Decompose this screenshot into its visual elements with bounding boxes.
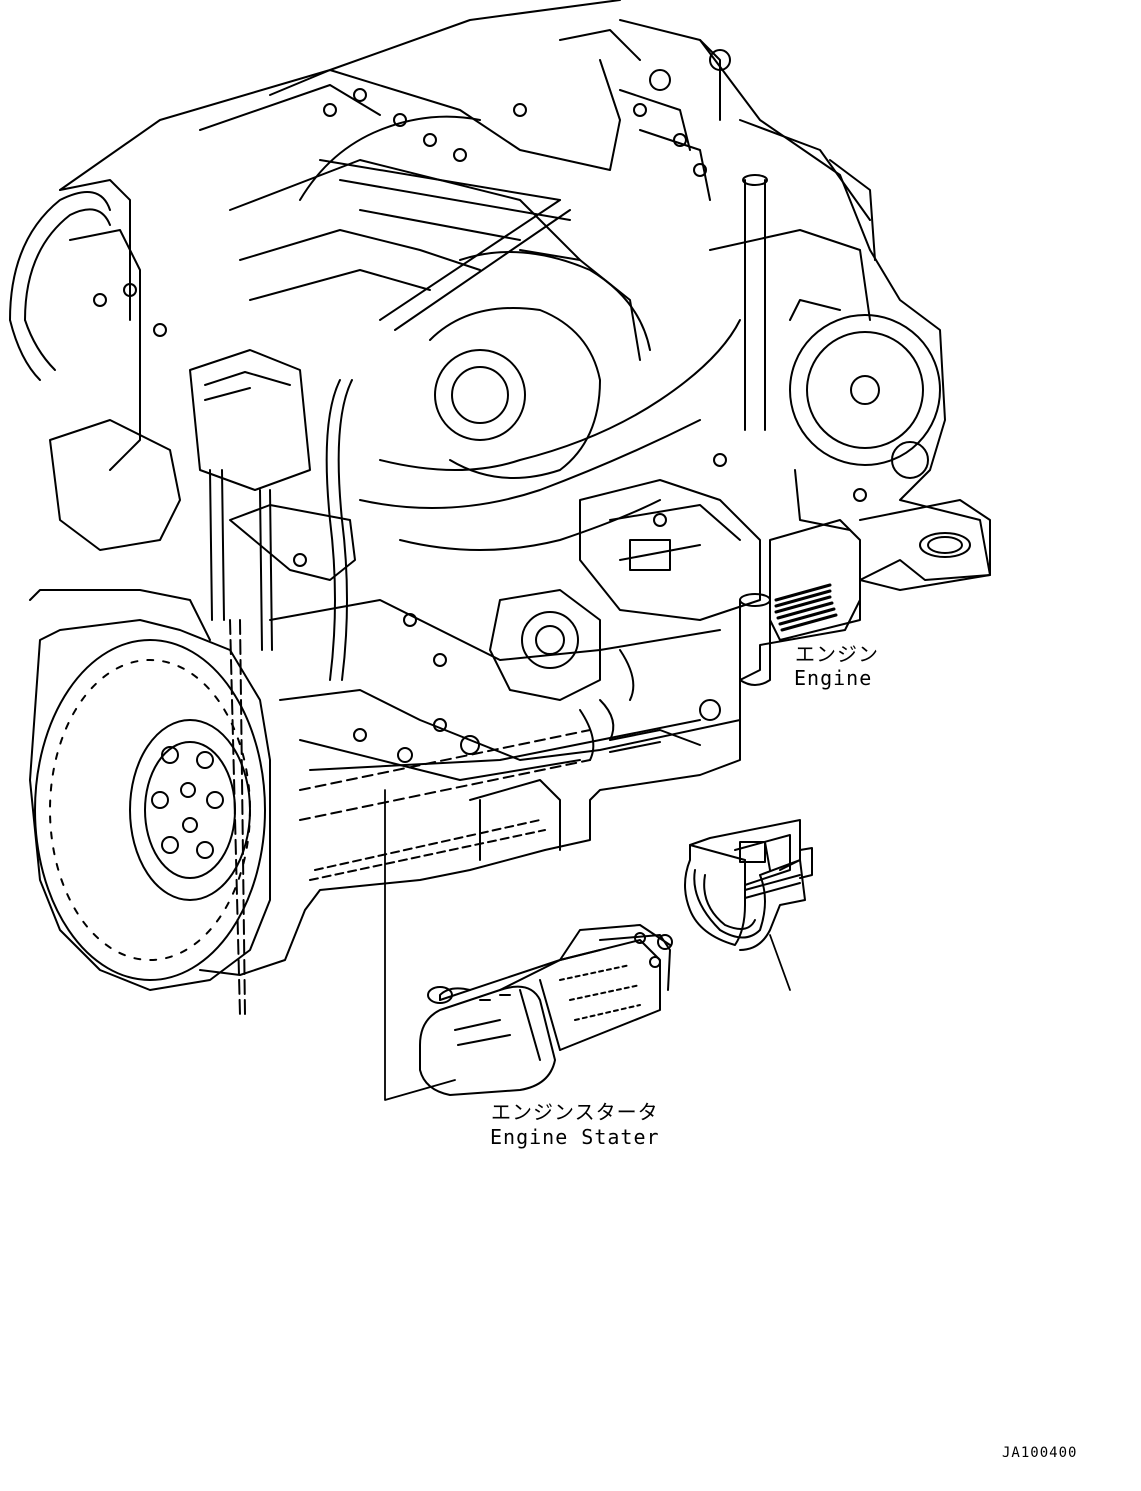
starter-label-jp: エンジンスタータ xyxy=(491,1100,659,1124)
engine-illustration xyxy=(9,0,991,1016)
engine-starter-illustration xyxy=(419,924,673,1096)
starter-label-en: Engine Stater xyxy=(490,1125,660,1149)
drawing-number: JA100400 xyxy=(1002,1445,1078,1461)
strap-clip-illustration xyxy=(684,819,813,951)
engine-label-jp: エンジン xyxy=(795,642,879,666)
engine-label-en: Engine xyxy=(794,666,873,690)
leader-lines xyxy=(384,789,791,1101)
